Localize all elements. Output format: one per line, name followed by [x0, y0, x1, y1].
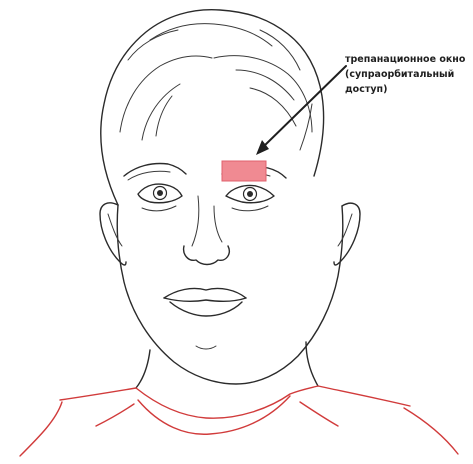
arrow-icon [256, 66, 346, 155]
mouth [164, 288, 246, 316]
annotation-line-3: доступ) [345, 82, 473, 97]
face-outline [100, 203, 360, 384]
annotation-label: трепанационное окно (супраорбитальный до… [345, 52, 473, 97]
left-eye [138, 184, 182, 211]
trepanation-window [222, 161, 266, 181]
right-eye [226, 185, 274, 210]
nose [184, 196, 230, 265]
neck [136, 342, 318, 388]
chin-line [196, 346, 216, 349]
annotation-line-2: (супраорбитальный [345, 67, 473, 82]
shirt [20, 386, 458, 456]
hair [101, 10, 324, 205]
annotation-line-1: трепанационное окно [345, 52, 473, 67]
